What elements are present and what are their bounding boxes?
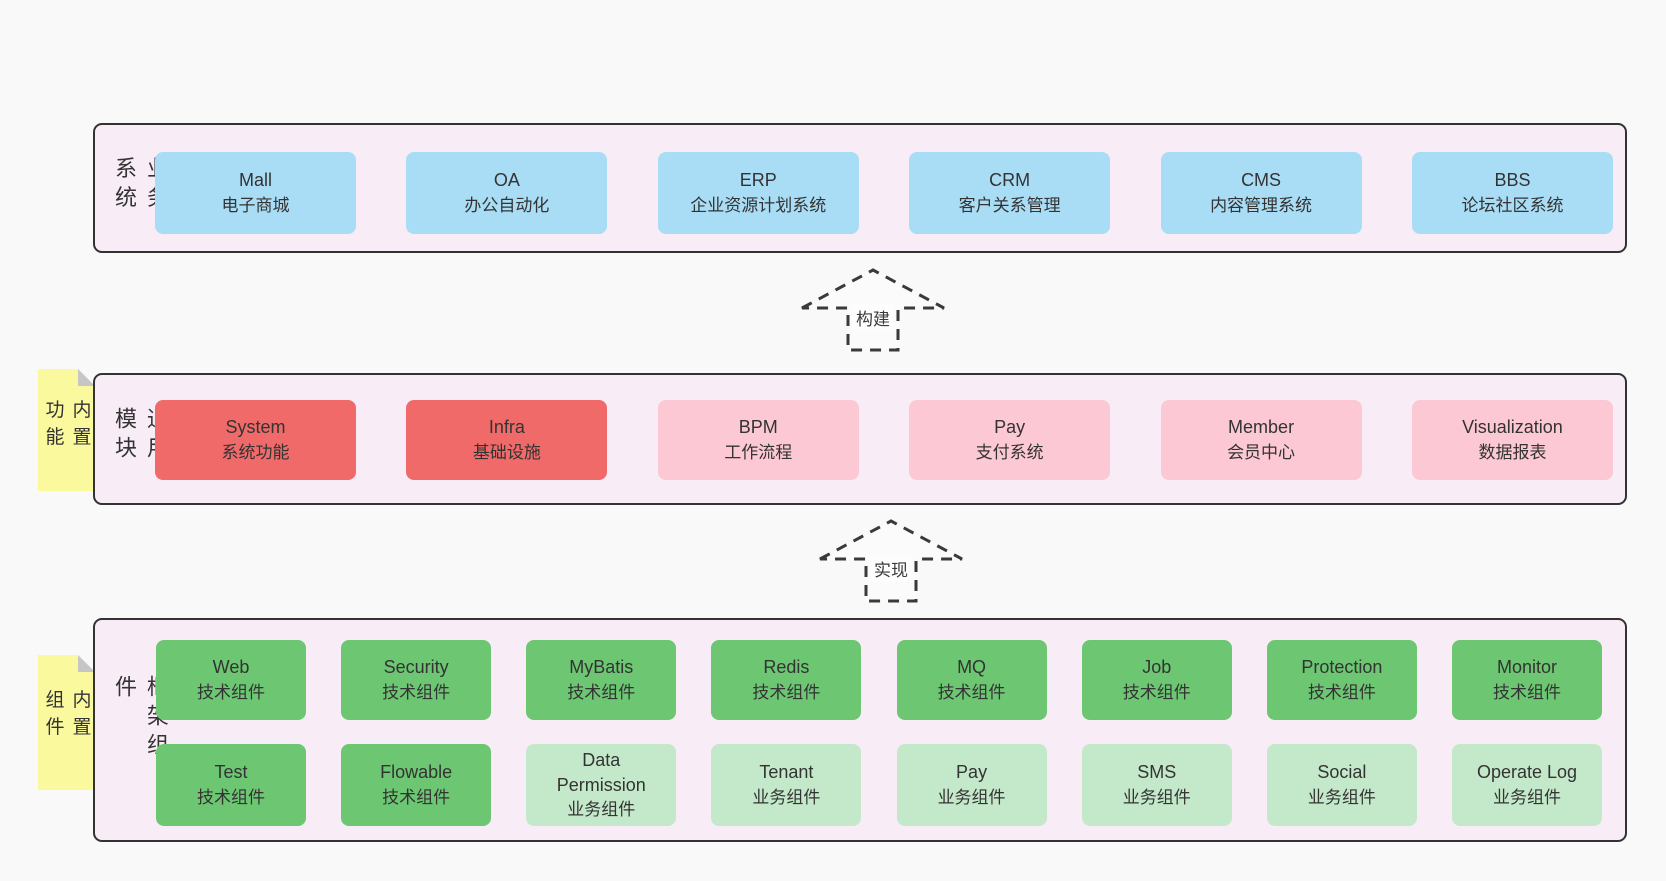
box-name: OA: [493, 170, 520, 191]
box-name: Test: [214, 762, 248, 783]
business-box-row: Mall 电子商城 OA 办公自动化 ERP 企业资源计划系统 CRM 客户关系…: [155, 152, 1613, 234]
box-desc: 内容管理系统: [1210, 195, 1313, 215]
box-crm: CRM 客户关系管理: [909, 152, 1111, 234]
box-operate-log: Operate Log 业务组件: [1451, 744, 1602, 826]
box-name: MyBatis: [569, 657, 634, 678]
box-name: System: [225, 417, 286, 438]
box-pay: Pay 支付系统: [909, 400, 1111, 480]
box-desc: 技术组件: [1307, 682, 1376, 702]
box-sms: SMS 业务组件: [1081, 744, 1232, 826]
box-desc: 技术组件: [382, 682, 451, 702]
box-name: Flowable: [380, 762, 453, 783]
box-name: Data Permission: [556, 750, 646, 795]
box-monitor: Monitor 技术组件: [1451, 640, 1602, 720]
box-desc: 技术组件: [197, 787, 265, 807]
layer-business-systems: 业务系统 Mall 电子商城 OA 办公自动化 ERP 企业资源计划系统 CRM…: [93, 123, 1627, 253]
box-name: Operate Log: [1476, 762, 1578, 783]
box-bbs: BBS 论坛社区系统: [1411, 152, 1613, 234]
box-security: Security 技术组件: [341, 640, 492, 720]
sticky-note-builtin-components: 内置组件: [38, 655, 95, 790]
box-name: Infra: [488, 417, 525, 438]
box-web: Web 技术组件: [156, 640, 306, 720]
box-mybatis: MyBatis 技术组件: [526, 640, 677, 720]
box-name: BPM: [738, 417, 778, 438]
box-name: ERP: [739, 170, 777, 191]
box-desc: 企业资源计划系统: [690, 195, 827, 215]
box-desc: 客户关系管理: [958, 195, 1061, 215]
box-desc: 办公自动化: [464, 195, 550, 215]
box-cms: CMS 内容管理系统: [1160, 152, 1362, 234]
box-desc: 技术组件: [937, 682, 1006, 702]
box-name: MQ: [957, 657, 987, 678]
box-name: Web: [212, 657, 250, 678]
box-name: Pay: [956, 762, 988, 783]
arrow-build: 构建: [800, 268, 946, 352]
framework-box-row-1: Web 技术组件 Security 技术组件 MyBatis 技术组件 Redi…: [156, 640, 1602, 720]
box-name: Monitor: [1496, 657, 1557, 678]
box-protection: Protection 技术组件: [1266, 640, 1417, 720]
box-flowable: Flowable 技术组件: [341, 744, 492, 826]
box-desc: 业务组件: [752, 787, 821, 807]
arrow-build-label: 构建: [852, 304, 894, 331]
box-social: Social 业务组件: [1266, 744, 1417, 826]
box-name: CRM: [989, 170, 1031, 191]
box-erp: ERP 企业资源计划系统: [657, 152, 859, 234]
box-test: Test 技术组件: [156, 744, 306, 826]
layer-common-modules: 通用模块 System 系统功能 Infra 基础设施 BPM 工作流程 Pay…: [93, 373, 1627, 505]
box-desc: 业务组件: [567, 799, 636, 819]
box-desc: 技术组件: [567, 682, 636, 702]
box-job: Job 技术组件: [1081, 640, 1232, 720]
box-data-permission: Data Permission 业务组件: [526, 744, 677, 826]
box-infra: Infra 基础设施: [406, 400, 608, 480]
box-desc: 电子商城: [221, 195, 290, 215]
framework-box-row-2: Test 技术组件 Flowable 技术组件 Data Permission …: [156, 744, 1602, 826]
box-pay-biz: Pay 业务组件: [896, 744, 1047, 826]
arrow-implement-label: 实现: [870, 555, 912, 582]
box-name: Tenant: [759, 762, 814, 783]
box-desc: 支付系统: [975, 442, 1044, 462]
box-name: Member: [1228, 417, 1295, 438]
box-name: SMS: [1137, 762, 1177, 783]
box-desc: 工作流程: [724, 442, 793, 462]
box-tenant: Tenant 业务组件: [711, 744, 862, 826]
box-name: Mall: [238, 170, 272, 191]
box-name: Job: [1142, 657, 1172, 678]
box-mq: MQ 技术组件: [896, 640, 1047, 720]
box-name: Pay: [994, 417, 1026, 438]
box-oa: OA 办公自动化: [406, 152, 608, 234]
box-desc: 业务组件: [1122, 787, 1191, 807]
box-name: Visualization: [1462, 417, 1563, 438]
box-name: BBS: [1494, 170, 1531, 191]
box-name: Social: [1317, 762, 1367, 783]
sticky-note-text: 内置功能: [42, 399, 91, 454]
box-desc: 技术组件: [1122, 682, 1191, 702]
box-desc: 业务组件: [1492, 787, 1561, 807]
sticky-note-builtin-features: 内置功能: [38, 369, 95, 491]
box-desc: 技术组件: [1492, 682, 1561, 702]
box-desc: 技术组件: [752, 682, 821, 702]
box-desc: 数据报表: [1478, 442, 1547, 462]
box-desc: 业务组件: [937, 787, 1006, 807]
layer-framework-components: 框架组件 Web 技术组件 Security 技术组件 MyBatis 技术组件…: [93, 618, 1627, 842]
box-desc: 业务组件: [1307, 787, 1376, 807]
box-desc: 技术组件: [197, 682, 265, 702]
box-name: Redis: [763, 657, 810, 678]
box-desc: 基础设施: [472, 442, 541, 462]
box-desc: 论坛社区系统: [1461, 195, 1564, 215]
arrow-implement: 实现: [818, 519, 964, 603]
box-name: Protection: [1301, 657, 1383, 678]
sticky-note-text: 内置组件: [42, 688, 91, 743]
box-desc: 会员中心: [1227, 442, 1296, 462]
modules-box-row: System 系统功能 Infra 基础设施 BPM 工作流程 Pay 支付系统…: [155, 400, 1613, 480]
box-bpm: BPM 工作流程: [657, 400, 859, 480]
box-mall: Mall 电子商城: [155, 152, 356, 234]
box-visualization: Visualization 数据报表: [1411, 400, 1613, 480]
box-desc: 技术组件: [382, 787, 451, 807]
box-system: System 系统功能: [155, 400, 356, 480]
box-member: Member 会员中心: [1160, 400, 1362, 480]
box-name: Security: [383, 657, 449, 678]
box-name: CMS: [1241, 170, 1282, 191]
box-desc: 系统功能: [221, 442, 290, 462]
box-redis: Redis 技术组件: [711, 640, 862, 720]
